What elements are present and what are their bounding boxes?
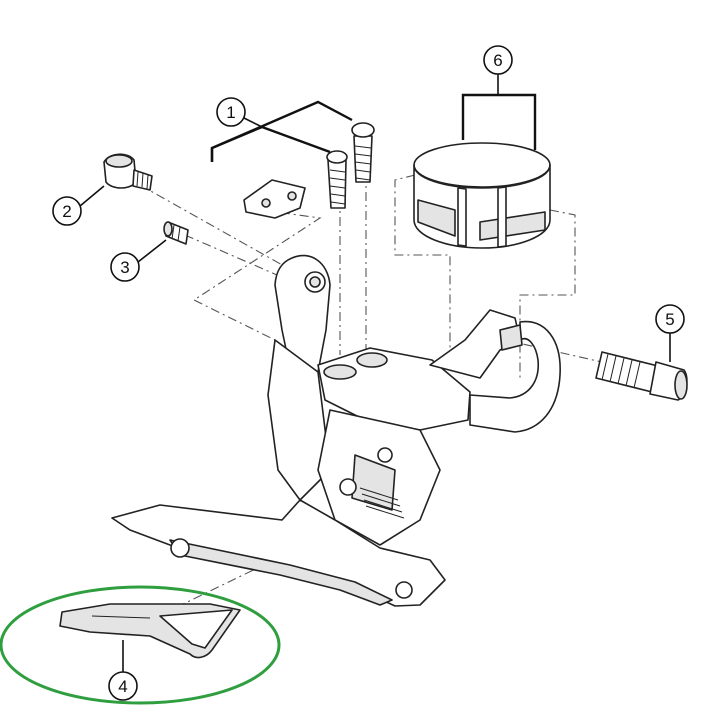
spring-coil <box>359 487 405 519</box>
mounting-screws <box>243 122 375 219</box>
front-derailleur-body <box>111 254 561 607</box>
callout-3: 3 <box>110 239 167 282</box>
callout-4: 4 <box>108 640 138 701</box>
highlight-ellipse <box>0 585 281 705</box>
callout-6-label: 6 <box>493 51 502 70</box>
callout-2: 2 <box>52 185 105 226</box>
callout-6: 6 <box>461 45 537 150</box>
callout-5-label: 5 <box>665 310 674 329</box>
callout-1: 1 <box>210 97 353 162</box>
callout-3-label: 3 <box>120 258 129 277</box>
callout-1-label: 1 <box>226 103 235 122</box>
adjustment-bolt <box>103 153 153 191</box>
callout-2-label: 2 <box>62 202 71 221</box>
chain-guide-insert <box>59 603 241 659</box>
callout-4-label: 4 <box>118 677 127 696</box>
callout-5: 5 <box>655 304 685 362</box>
band-adapter <box>413 142 551 249</box>
set-screw <box>163 221 189 245</box>
clamp-bolt <box>595 351 688 401</box>
